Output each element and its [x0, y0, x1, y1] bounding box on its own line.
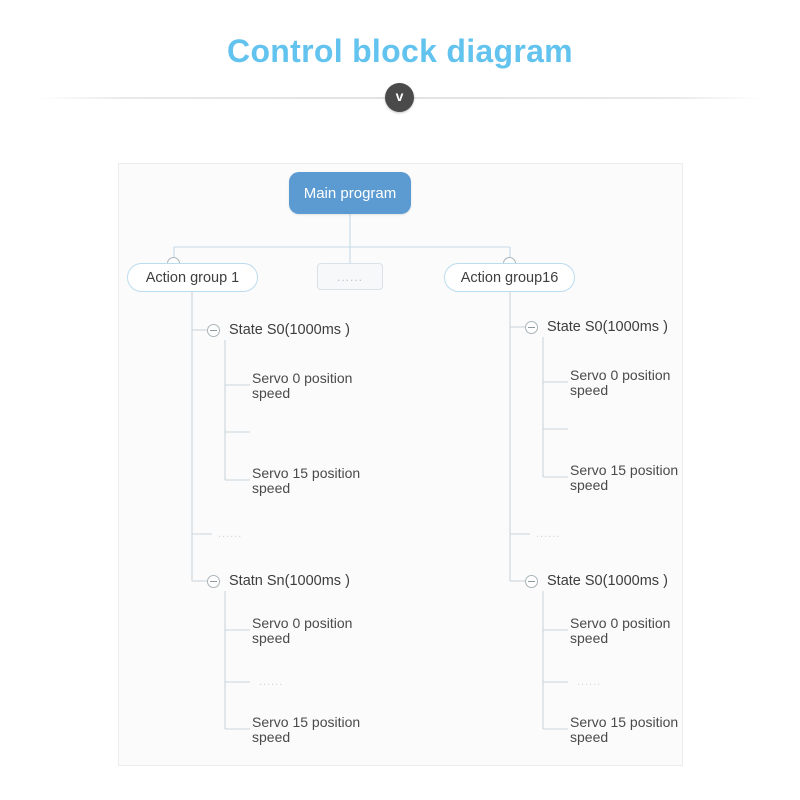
tree-item-left-s2-servo-15[interactable]: Servo 15 position speed [252, 715, 360, 745]
node-action-group-1[interactable]: Action group 1 [127, 263, 258, 292]
page-header: Control block diagram v [0, 0, 800, 130]
tree-item-line2: speed [570, 382, 609, 398]
tree-item-right-state-1[interactable]: State S0(1000ms ) [547, 319, 668, 335]
tree-item-right-state-separator: ...... [536, 528, 561, 540]
tree-item-line1: Servo 0 position [570, 367, 671, 383]
tree-item-line2: speed [570, 477, 609, 493]
minus-circle-icon-left-state-2[interactable] [207, 575, 220, 588]
tree-item-left-s1-servo-0[interactable]: Servo 0 position speed [252, 371, 352, 401]
tree-item-left-s1-servo-15[interactable]: Servo 15 position speed [252, 466, 360, 496]
diagram-panel: Main program Action group 1 ...... Actio… [118, 163, 683, 766]
tree-item-line1: Servo 15 position [252, 714, 361, 730]
node-main-program[interactable]: Main program [289, 172, 411, 214]
minus-circle-icon-right-state-2[interactable] [525, 575, 538, 588]
tree-item-left-s2-servo-0[interactable]: Servo 0 position speed [252, 616, 352, 646]
minus-circle-icon-left-state-1[interactable] [207, 324, 220, 337]
minus-circle-icon-right-state-1[interactable] [525, 321, 538, 334]
tree-item-line2: speed [252, 385, 291, 401]
tree-item-line1: Servo 15 position [570, 462, 679, 478]
tree-item-left-s2-placeholder: ...... [259, 676, 284, 688]
tree-item-line1: Servo 0 position [252, 615, 353, 631]
tree-item-right-s1-servo-15[interactable]: Servo 15 position speed [570, 463, 678, 493]
tree-item-right-s2-servo-0[interactable]: Servo 0 position speed [570, 616, 670, 646]
tree-item-line2: speed [570, 630, 609, 646]
tree-item-left-state-separator: ...... [218, 528, 243, 540]
node-action-group-placeholder[interactable]: ...... [317, 263, 383, 290]
tree-item-right-s2-placeholder: ...... [577, 676, 602, 688]
chevron-down-glyph: v [395, 88, 404, 104]
tree-item-right-s2-servo-15[interactable]: Servo 15 position speed [570, 715, 678, 745]
node-action-group-16[interactable]: Action group16 [444, 263, 575, 292]
tree-item-line1: Servo 15 position [252, 465, 361, 481]
tree-item-line2: speed [252, 480, 291, 496]
diagram-canvas: Main program Action group 1 ...... Actio… [119, 164, 682, 765]
tree-item-line2: speed [570, 729, 609, 745]
tree-item-line1: Servo 0 position [570, 615, 671, 631]
tree-item-left-state-2[interactable]: Statn Sn(1000ms ) [229, 573, 350, 589]
tree-item-right-state-2[interactable]: State S0(1000ms ) [547, 573, 668, 589]
page-title: Control block diagram [227, 33, 573, 69]
tree-item-line1: Servo 15 position [570, 714, 679, 730]
tree-item-right-s1-servo-0[interactable]: Servo 0 position speed [570, 368, 670, 398]
tree-item-line1: Servo 0 position [252, 370, 353, 386]
tree-item-left-state-1[interactable]: State S0(1000ms ) [229, 322, 350, 338]
tree-item-line2: speed [252, 630, 291, 646]
tree-item-line2: speed [252, 729, 291, 745]
chevron-down-icon[interactable]: v [385, 83, 414, 112]
